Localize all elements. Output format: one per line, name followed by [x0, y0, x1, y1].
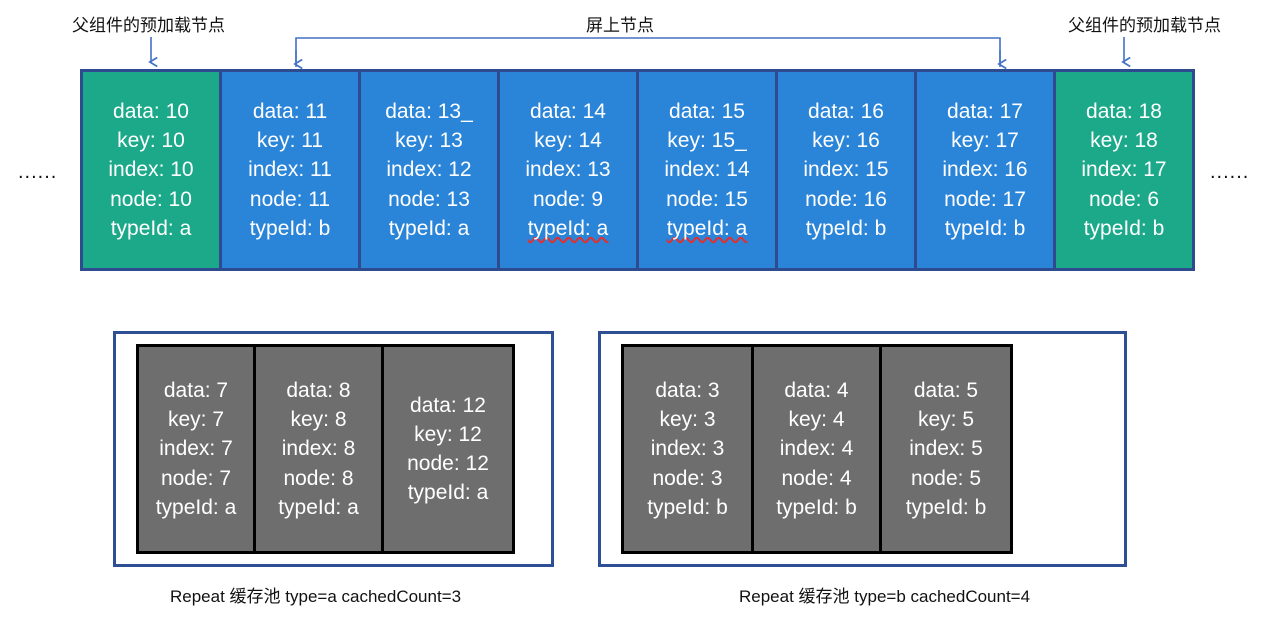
node-card-line: node: 16: [805, 187, 887, 211]
node-card-line: node: 11: [249, 187, 331, 211]
pool-card-line: key: 12: [414, 422, 482, 446]
node-card-onscreen: data: 15 key: 15_ index: 14 node: 15 typeId:…: [639, 72, 778, 268]
annotation-label-left-preload: 父组件的预加载节点: [72, 16, 225, 35]
node-card-line: typeId: b: [1083, 216, 1165, 240]
pool-card-line: key: 8: [290, 408, 347, 432]
node-card-onscreen: data: 16 key: 16 index: 15 node: 16 typeId: …: [778, 72, 917, 268]
pool-card-line: node: 5: [910, 466, 982, 490]
pool-card-line: index: 8: [281, 437, 356, 461]
annotation-arrows: [0, 37, 1274, 80]
pool-card-line: data: 8: [286, 379, 351, 403]
node-card-line: data: 18: [1086, 100, 1162, 124]
node-card-line: data: 16: [808, 100, 884, 124]
node-card-onscreen: data: 17 key: 17 index: 16 node: 17 typeId: …: [917, 72, 1056, 268]
node-card-line: index: 11: [248, 158, 332, 182]
pool-card: data: 8 key: 8 index: 8 node: 8 typeId: a: [256, 347, 384, 551]
node-card-line: node: 10: [110, 187, 192, 211]
node-card-onscreen: data: 14 key: 14 index: 13 node: 9 typeId: a: [500, 72, 639, 268]
pool-card-line: typeId: b: [776, 495, 857, 519]
pool-card-line: node: 7: [160, 466, 232, 490]
pool-card-line: index: 4: [779, 437, 854, 461]
pool-card: data: 5 key: 5 index: 5 node: 5 typeId: b: [882, 347, 1010, 551]
node-card-line: typeId: a: [666, 216, 748, 240]
node-card-line: node: 6: [1088, 187, 1160, 211]
pool-card-line: node: 4: [781, 466, 852, 490]
node-card-line: index: 10: [108, 158, 194, 182]
node-card-line: index: 17: [1081, 158, 1167, 182]
node-card-line: index: 15: [803, 158, 889, 182]
pool-card-line: typeId: a: [407, 481, 489, 505]
pool-card: data: 3 key: 3 index: 3 node: 3 typeId: b: [624, 347, 754, 551]
node-card-line: data: 17: [947, 100, 1023, 124]
pool-card-line: typeId: a: [155, 495, 237, 519]
node-card-line: typeId: b: [249, 216, 331, 240]
pool-card: data: 12 key: 12 node: 12 typeId: a: [384, 347, 512, 551]
ellipsis-right: ......: [1210, 161, 1250, 183]
pool-card-line: key: 3: [659, 408, 716, 432]
node-card-line: index: 13: [525, 158, 611, 182]
node-card-line: index: 12: [386, 158, 472, 182]
node-card-line: key: 13: [395, 129, 463, 153]
node-card-line: typeId: b: [944, 216, 1026, 240]
node-card-line: index: 16: [942, 158, 1028, 182]
bracket-onscreen: [295, 37, 1001, 67]
node-card-onscreen: data: 11 key: 11 index: 11 node: 11 typeId: …: [222, 72, 361, 268]
node-card-line: node: 15: [666, 187, 748, 211]
pool-card-line: node: 12: [407, 452, 489, 475]
node-card-line: key: 17: [951, 129, 1019, 153]
pool-card-line: index: 3: [650, 437, 725, 461]
node-card-line: key: 15_: [667, 129, 747, 153]
node-card-preload: data: 10 key: 10 index: 10 node: 10 typeId: …: [83, 72, 222, 268]
pool-card-line: node: 3: [652, 466, 723, 490]
node-card-onscreen: data: 13_ key: 13 index: 12 node: 13 typeId:…: [361, 72, 500, 268]
node-card-line: data: 14: [530, 100, 606, 124]
node-card-line: key: 10: [117, 129, 185, 153]
pool-card-line: key: 5: [917, 408, 975, 432]
pool-card: data: 4 key: 4 index: 4 node: 4 typeId: b: [754, 347, 882, 551]
pool-card-line: typeId: a: [278, 495, 359, 519]
cache-pool-b-caption: Repeat 缓存池 type=b cachedCount=4: [739, 587, 1031, 606]
pool-card-line: data: 7: [163, 379, 229, 403]
pool-card-line: data: 3: [655, 379, 720, 403]
pool-card-line: node: 8: [283, 466, 354, 490]
ellipsis-left: ......: [18, 161, 58, 183]
pool-card-line: data: 4: [784, 379, 849, 403]
node-card-line: typeId: b: [805, 216, 887, 240]
pool-card-line: key: 4: [788, 408, 845, 432]
node-card-line: data: 10: [113, 100, 189, 124]
node-card-line: key: 14: [534, 129, 602, 153]
node-card-line: index: 14: [664, 158, 750, 182]
node-card-line: typeId: a: [110, 216, 192, 240]
node-card-line: key: 11: [256, 129, 324, 153]
pool-card-line: data: 12: [410, 393, 486, 417]
node-card-line: key: 18: [1090, 129, 1158, 153]
pool-card-line: key: 7: [167, 408, 225, 432]
node-card-line: node: 13: [388, 187, 470, 211]
node-card-line: data: 15: [669, 100, 745, 124]
cache-pool-a-caption: Repeat 缓存池 type=a cachedCount=3: [170, 587, 462, 606]
node-row: data: 10 key: 10 index: 10 node: 10 typeId: …: [80, 69, 1195, 271]
annotation-label-right-preload: 父组件的预加载节点: [1068, 16, 1221, 35]
annotation-label-onscreen: 屏上节点: [586, 16, 654, 35]
node-card-line: key: 16: [812, 129, 880, 153]
node-card-line: data: 11: [252, 100, 328, 124]
node-card-line: node: 17: [944, 187, 1026, 211]
pool-card-line: index: 5: [909, 437, 983, 461]
node-card-line: node: 9: [532, 187, 604, 211]
pool-card-line: typeId: b: [647, 495, 728, 519]
pool-card: data: 7 key: 7 index: 7 node: 7 typeId: a: [139, 347, 256, 551]
node-card-line: data: 13_: [385, 100, 473, 124]
node-card-line: typeId: a: [388, 216, 470, 240]
pool-card-line: typeId: b: [905, 495, 987, 519]
pool-card-line: data: 5: [913, 379, 979, 403]
node-card-preload: data: 18 key: 18 index: 17 node: 6 typeId: b: [1056, 72, 1192, 268]
pool-card-line: index: 7: [159, 437, 233, 461]
node-card-line: typeId: a: [527, 216, 609, 240]
